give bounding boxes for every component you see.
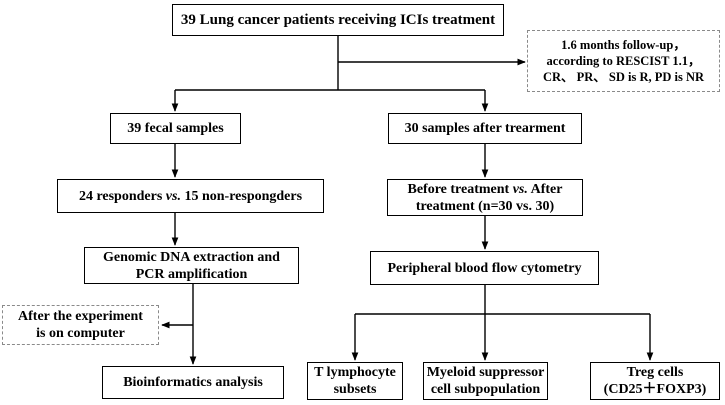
before-after-vs: vs.: [512, 181, 528, 197]
before-after-box: Before treatment vs. After treatment (n=…: [387, 179, 583, 216]
responders-post: 15 non-respongders: [180, 188, 303, 204]
dna-line-1: Genomic DNA extraction and: [103, 249, 280, 265]
dna-line-2: PCR amplification: [135, 266, 248, 282]
followup-note-box: 1.6 months follow-up， according to RESCI…: [527, 30, 720, 92]
bioinformatics-text: Bioinformatics analysis: [123, 375, 263, 390]
followup-line-1: 1.6 months follow-up，: [561, 38, 686, 52]
computer-line-2: is on computer: [36, 326, 125, 341]
before-after-line-1: Before treatment vs. After: [408, 181, 563, 198]
treg-line-1: Treg cells: [626, 365, 684, 380]
computer-line-1: After the experiment: [18, 309, 143, 324]
responders-text: 24 responders vs. 15 non-respongders: [79, 188, 302, 205]
before-after-pre: Before treatment: [407, 181, 513, 197]
myeloid-line-1: Myeloid suppressor: [426, 365, 545, 380]
fecal-samples-text: 39 fecal samples: [127, 121, 224, 136]
treg-cells-box: Treg cells (CD25＋FOXP3): [590, 362, 720, 400]
tlymph-line-1: T lymphocyte: [314, 365, 396, 380]
responders-pre: 24 responders: [78, 188, 166, 204]
cytometry-box: Peripheral blood flow cytometry: [370, 251, 599, 285]
t-lymphocyte-box: T lymphocyte subsets: [307, 362, 403, 400]
fecal-samples-box: 39 fecal samples: [110, 113, 241, 144]
responders-vs: vs.: [165, 188, 181, 204]
followup-line-3: CR、 PR、 SD is R, PD is NR: [542, 70, 705, 84]
followup-line-2: according to RESCIST 1.1，: [546, 54, 701, 68]
computer-note-box: After the experiment is on computer: [2, 305, 159, 345]
cytometry-text: Peripheral blood flow cytometry: [387, 260, 582, 276]
before-after-line-2: treatment (n=30 vs. 30): [415, 198, 555, 214]
top-box-text: 39 Lung cancer patients receiving ICIs t…: [180, 11, 496, 28]
before-after-post: After: [527, 181, 563, 197]
responders-box: 24 responders vs. 15 non-respongders: [57, 179, 324, 213]
top-box-patients: 39 Lung cancer patients receiving ICIs t…: [172, 4, 504, 36]
treg-line-2: (CD25＋FOXP3): [603, 382, 707, 397]
samples-after-treatment-box: 30 samples after trearment: [388, 113, 582, 144]
bioinformatics-box: Bioinformatics analysis: [102, 366, 284, 399]
tlymph-line-2: subsets: [333, 382, 377, 397]
dna-extraction-box: Genomic DNA extraction and PCR amplifica…: [84, 247, 299, 284]
myeloid-suppressor-box: Myeloid suppressor cell subpopulation: [423, 362, 548, 400]
myeloid-line-2: cell subpopulation: [430, 382, 541, 397]
samples-after-text: 30 samples after trearment: [404, 121, 566, 136]
